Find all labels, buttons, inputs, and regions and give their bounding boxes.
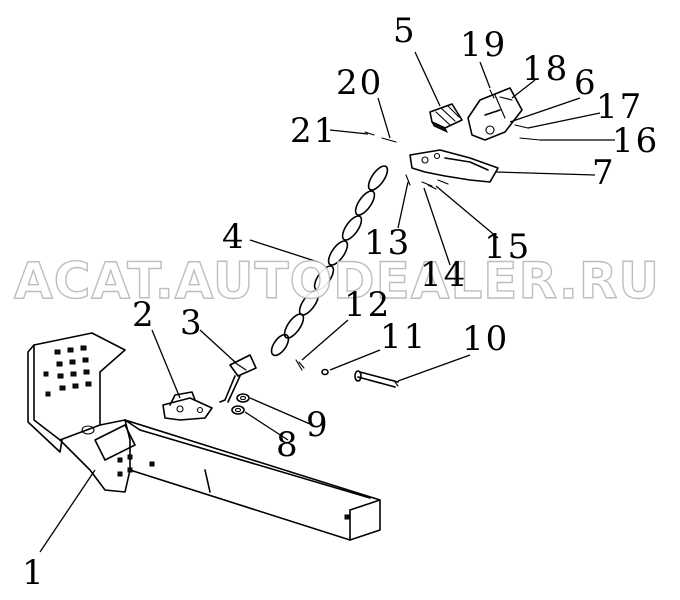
step-plate-holes <box>43 345 92 397</box>
part-12-cotter-pin <box>295 359 305 371</box>
callout-4: 4 <box>222 217 246 257</box>
small-fasteners <box>364 89 541 190</box>
part-7-hook-lever <box>409 149 499 183</box>
callout-9: 9 <box>306 405 330 445</box>
callout-19: 19 <box>460 25 508 65</box>
callout-18: 18 <box>522 49 570 89</box>
part-20-bolt <box>381 137 397 143</box>
callout-5: 5 <box>393 11 417 51</box>
callout-3: 3 <box>180 303 204 343</box>
callout-12: 12 <box>344 285 392 325</box>
part-17-washer <box>514 124 529 129</box>
part-13-spring-pin <box>405 174 411 186</box>
part-21-nut <box>364 131 375 136</box>
callout-10: 10 <box>462 319 510 359</box>
callout-20: 20 <box>336 63 384 103</box>
leader-lines <box>39 51 615 553</box>
callout-6: 6 <box>574 63 598 103</box>
part-10-pin <box>354 370 399 388</box>
part-11-washer <box>321 368 329 376</box>
part-19-clip <box>489 89 495 99</box>
part-3-shackle <box>219 354 257 403</box>
callout-2: 2 <box>132 295 156 335</box>
part-15-pin <box>437 179 449 185</box>
part-2-mount-bracket <box>162 391 213 421</box>
callout-11: 11 <box>380 317 428 357</box>
callout-14: 14 <box>420 255 468 295</box>
watermark-text: ACAT.AUTODEALER.RU <box>13 251 660 310</box>
part-4-chain <box>270 165 389 357</box>
part-9-nut <box>236 393 250 403</box>
part-18-pin <box>499 96 513 101</box>
part-1-step-bracket <box>27 332 381 541</box>
callout-21: 21 <box>290 111 338 151</box>
part-5-rubber-pad <box>429 103 463 134</box>
callout-1: 1 <box>22 553 46 593</box>
callout-16: 16 <box>612 121 660 161</box>
part-8-washer <box>231 405 245 415</box>
callout-7: 7 <box>592 153 616 193</box>
part-6-hinge-bracket <box>467 87 523 141</box>
part-16-bolt <box>519 137 541 141</box>
part-14-bushing <box>421 181 433 187</box>
callout-17: 17 <box>596 87 644 127</box>
callout-13: 13 <box>364 223 412 263</box>
callout-15: 15 <box>484 227 532 267</box>
callout-8: 8 <box>276 425 300 465</box>
